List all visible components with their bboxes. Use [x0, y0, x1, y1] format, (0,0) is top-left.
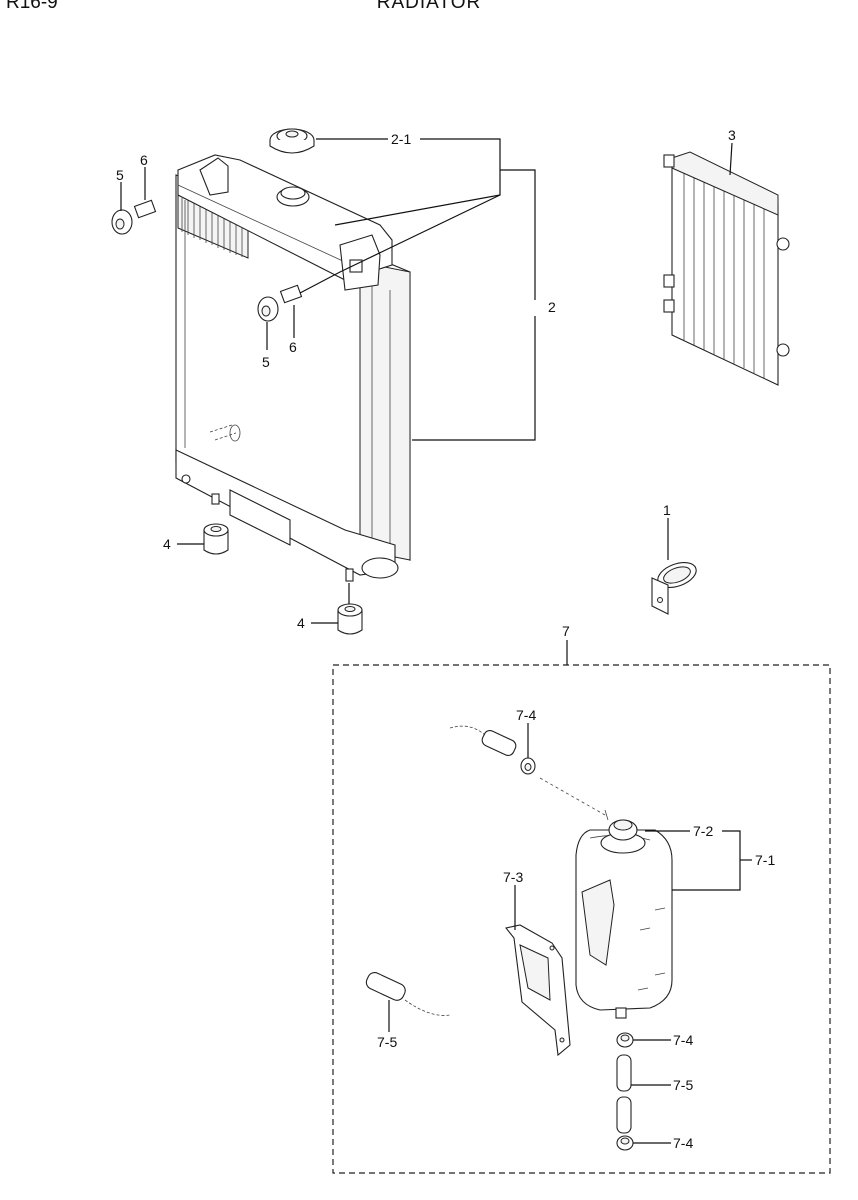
- callout-1: 1: [663, 502, 671, 518]
- page-code: R16-9: [6, 0, 58, 13]
- callout-2-1: 2-1: [391, 131, 411, 147]
- hose-clamp: [651, 562, 697, 615]
- page-title: RADIATOR: [376, 0, 482, 13]
- hose-clamp-small-right-a: [616, 1032, 634, 1048]
- callout-7-1: 7-1: [755, 852, 775, 868]
- callout-2: 2: [548, 299, 556, 315]
- callout-6-top: 6: [140, 152, 148, 168]
- leader-lines: [120, 138, 752, 1144]
- callout-7-4-right-b: 7-4: [673, 1135, 693, 1151]
- callout-7-3: 7-3: [503, 869, 523, 885]
- callout-7-4-right-a: 7-4: [673, 1032, 693, 1048]
- callout-4-bottom: 4: [297, 615, 305, 631]
- hose-top: [449, 725, 606, 816]
- callout-6-mid: 6: [289, 339, 297, 355]
- mounting-bracket: [505, 924, 571, 1057]
- bushing-mid: [257, 296, 279, 322]
- callout-5-top: 5: [116, 167, 124, 183]
- callout-3: 3: [728, 127, 736, 143]
- callouts: 2-1 2 3 5 6 5 6 4 4 1 7 7-4 7-2 7-1 7-3 …: [116, 127, 775, 1151]
- oil-cooler: [663, 151, 790, 386]
- reservoir-tank: [575, 829, 673, 1019]
- kit-boundary: [332, 664, 831, 1174]
- hose-bottom-left: [365, 972, 451, 1016]
- callout-7: 7: [562, 623, 570, 639]
- radiator-cap: [269, 128, 315, 154]
- pin-mid: [279, 284, 303, 304]
- hose-clamp-small-top: [520, 757, 536, 775]
- callout-7-5-left: 7-5: [377, 1034, 397, 1050]
- callout-7-4-top: 7-4: [516, 707, 536, 723]
- reservoir-cap: [600, 809, 646, 854]
- mount-bottom: [337, 603, 363, 635]
- radiator-core: [175, 154, 411, 582]
- hose-clamp-small-right-b: [616, 1135, 634, 1151]
- callout-5-mid: 5: [262, 354, 270, 370]
- bushing-top: [111, 209, 133, 235]
- mount-left: [203, 523, 229, 555]
- callout-7-2: 7-2: [693, 823, 713, 839]
- callout-7-5-right: 7-5: [673, 1077, 693, 1093]
- hose-right: [616, 1054, 632, 1134]
- callout-4-left: 4: [163, 536, 171, 552]
- pin-top: [133, 199, 157, 219]
